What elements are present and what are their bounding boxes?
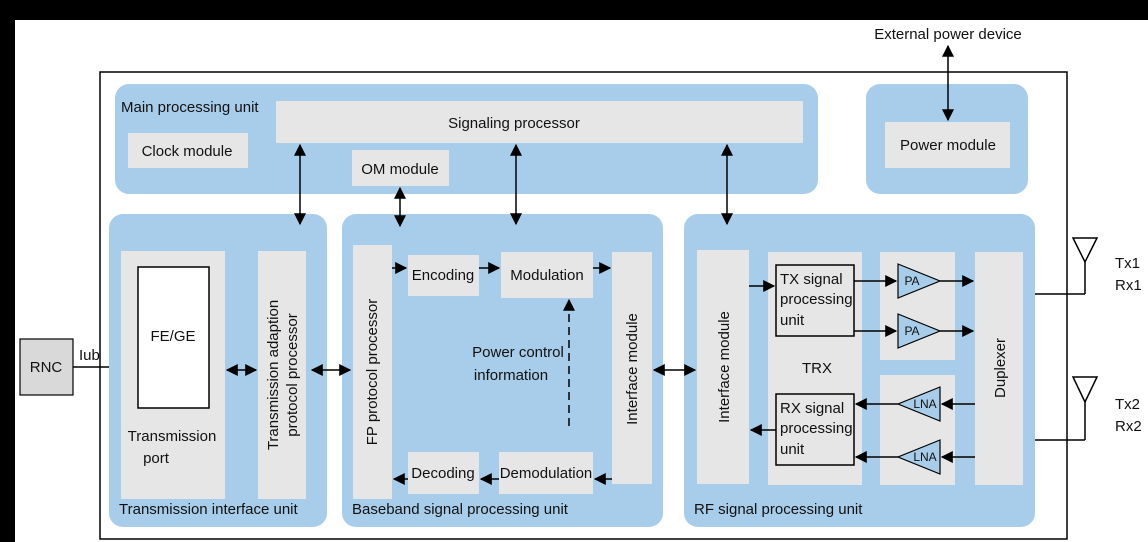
decoding-label: Decoding — [411, 465, 474, 482]
signaling-processor-label: Signaling processor — [448, 115, 580, 132]
clock-module-label: Clock module — [142, 143, 233, 160]
transmission-interface-unit-title: Transmission interface unit — [119, 501, 299, 518]
baseband-unit-title: Baseband signal processing unit — [352, 501, 569, 518]
pa-group-box — [880, 252, 955, 360]
pa-amplifier-1 — [897, 263, 942, 299]
power-module-label: Power module — [900, 137, 996, 154]
fe-ge-box — [137, 266, 210, 409]
power-module-box — [885, 122, 1010, 168]
fe-ge-label: FE/GE — [150, 328, 195, 345]
encoding-box — [408, 255, 479, 296]
lna-group-box — [880, 375, 955, 485]
om-module-box — [352, 150, 449, 186]
rx-signal-label-line3: unit — [780, 441, 805, 458]
antenna-2-rx-label: Rx2 — [1115, 418, 1142, 435]
pa-label-1: PA — [904, 274, 919, 288]
clock-module-box — [128, 133, 248, 168]
modulation-label: Modulation — [510, 267, 583, 284]
tx-signal-label-line1: TX signal — [780, 271, 843, 288]
fp-protocol-processor-label: FP protocol processor — [364, 299, 381, 445]
demodulation-label: Demodulation — [500, 465, 593, 482]
decoding-box — [408, 452, 479, 494]
main-processing-unit-title: Main processing unit — [121, 99, 259, 116]
modulation-box — [501, 252, 593, 298]
rnc-box — [19, 338, 74, 396]
rx-signal-label-line2: processing — [780, 420, 853, 437]
baseband-interface-module-box — [612, 252, 652, 484]
power-control-label-line2: information — [474, 367, 548, 384]
tx-signal-label-line3: unit — [780, 312, 805, 329]
antenna-1-rx-label: Rx1 — [1115, 277, 1142, 294]
rx-signal-processing-box — [775, 393, 855, 466]
antenna-2-tx-label: Tx2 — [1115, 396, 1140, 413]
baseband-interface-module-label: Interface module — [624, 313, 641, 425]
rf-unit-title: RF signal processing unit — [694, 501, 863, 518]
rx-signal-label-line1: RX signal — [780, 400, 844, 417]
power-control-label-line1: Power control — [472, 344, 564, 361]
system-border — [99, 71, 1068, 540]
rnc-label: RNC — [30, 359, 63, 376]
pa-label-2: PA — [904, 324, 919, 338]
tx-signal-label-line2: processing — [780, 291, 853, 308]
external-power-device-label: External power device — [874, 26, 1022, 43]
demodulation-box — [499, 452, 593, 494]
transmission-adaption-box — [258, 251, 306, 499]
trx-label: TRX — [802, 360, 832, 377]
rf-interface-module-label: Interface module — [716, 311, 733, 423]
antenna-2 — [1035, 376, 1099, 441]
lna-label-1: LNA — [913, 397, 936, 411]
antenna-1 — [1035, 237, 1099, 295]
rf-interface-module-box — [697, 250, 749, 484]
iub-label: Iub — [79, 347, 100, 364]
transmission-adaption-label-line1: Transmission adaption — [265, 300, 282, 450]
om-module-label: OM module — [361, 161, 439, 178]
transmission-port-label-line2: port — [143, 450, 170, 467]
duplexer-label: Duplexer — [992, 338, 1009, 398]
fp-protocol-processor-box — [353, 245, 392, 499]
tx-signal-processing-box — [775, 264, 855, 337]
pa-amplifier-2 — [897, 313, 942, 349]
lna-label-2: LNA — [913, 450, 936, 464]
duplexer-box — [975, 252, 1023, 485]
antenna-1-tx-label: Tx1 — [1115, 255, 1140, 272]
transmission-port-label-line1: Transmission — [128, 428, 217, 445]
transmission-adaption-label-line2: protocol processor — [284, 313, 301, 436]
encoding-label: Encoding — [412, 267, 475, 284]
lna-amplifier-2 — [896, 439, 941, 475]
lna-amplifier-1 — [896, 386, 941, 422]
signaling-processor-box — [276, 101, 803, 143]
